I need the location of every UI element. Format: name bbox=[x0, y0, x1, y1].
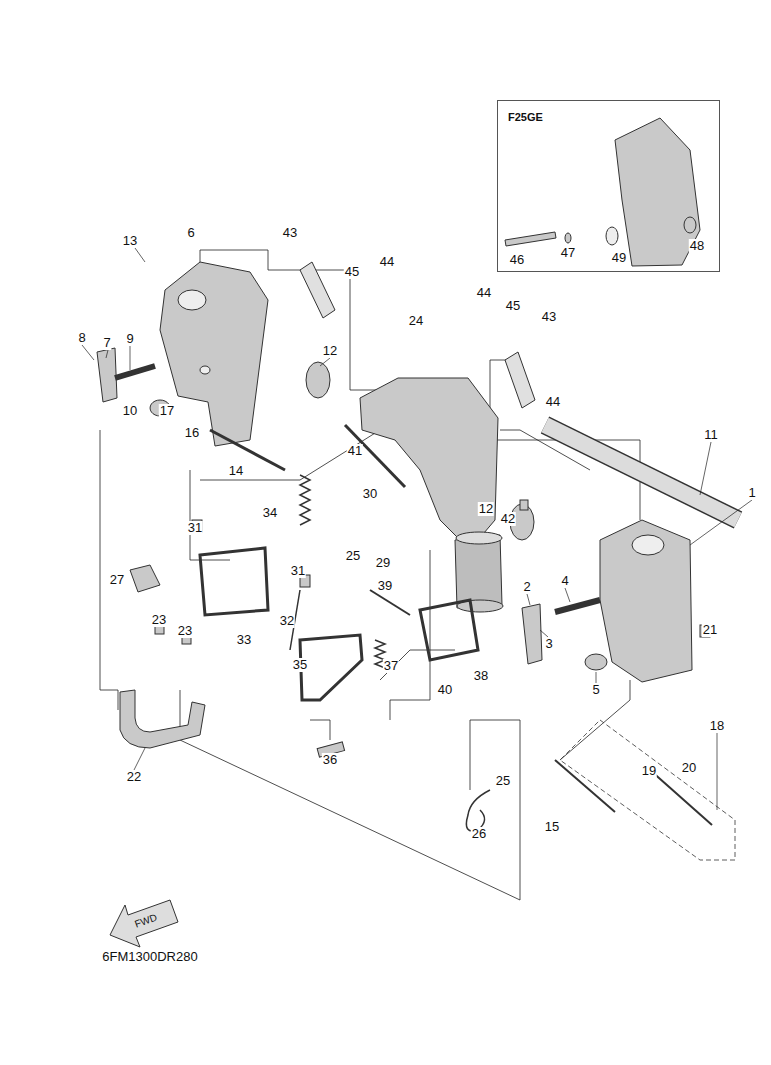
leader-lines bbox=[82, 248, 752, 810]
callout-number: 1 bbox=[747, 486, 756, 500]
callout-number: 44 bbox=[545, 395, 561, 409]
callout-number: 48 bbox=[689, 239, 705, 253]
callout-number: 39 bbox=[377, 579, 393, 593]
callout-number: 6 bbox=[186, 226, 195, 240]
callout-number: 21 bbox=[702, 623, 718, 637]
callout-number: 46 bbox=[509, 253, 525, 267]
callout-number: 45 bbox=[344, 265, 360, 279]
callout-number: 26 bbox=[471, 827, 487, 841]
callout-number: 41 bbox=[347, 444, 363, 458]
callout-number: 20 bbox=[681, 761, 697, 775]
callout-number: 25 bbox=[495, 774, 511, 788]
callout-number: 24 bbox=[408, 314, 424, 328]
callout-number: 22 bbox=[126, 770, 142, 784]
callout-number: 43 bbox=[282, 226, 298, 240]
callout-number: 8 bbox=[77, 331, 86, 345]
callout-number: 4 bbox=[560, 574, 569, 588]
callout-number: 38 bbox=[473, 669, 489, 683]
callout-number: 25 bbox=[345, 549, 361, 563]
callout-number: 42 bbox=[500, 512, 516, 526]
rods-springs bbox=[115, 366, 738, 860]
drawing-code: 6FM1300DR280 bbox=[101, 950, 198, 964]
callout-number: 16 bbox=[184, 426, 200, 440]
callout-number: 32 bbox=[279, 614, 295, 628]
callout-number: 35 bbox=[292, 658, 308, 672]
callout-number: 9 bbox=[125, 332, 134, 346]
callout-number: 31 bbox=[290, 564, 306, 578]
callout-number: 44 bbox=[379, 255, 395, 269]
callout-number: 44 bbox=[476, 286, 492, 300]
callout-number: 31 bbox=[187, 521, 203, 535]
callout-number: 34 bbox=[262, 506, 278, 520]
callout-number: 36 bbox=[322, 753, 338, 767]
callout-number: 43 bbox=[541, 310, 557, 324]
callout-number: 37 bbox=[383, 659, 399, 673]
callout-number: 12 bbox=[322, 344, 338, 358]
callout-number: 23 bbox=[177, 624, 193, 638]
callout-number: 5 bbox=[591, 683, 600, 697]
variant-title: F25GE bbox=[508, 111, 543, 123]
callout-number: 2 bbox=[522, 580, 531, 594]
callout-number: 47 bbox=[560, 246, 576, 260]
callout-number: 23 bbox=[151, 613, 167, 627]
callout-number: 40 bbox=[437, 683, 453, 697]
parts bbox=[97, 118, 710, 757]
callout-number: 13 bbox=[122, 234, 138, 248]
callout-number: 33 bbox=[236, 633, 252, 647]
callout-number: 19 bbox=[641, 764, 657, 778]
inset-box: F25GE bbox=[497, 100, 720, 272]
callout-number: 18 bbox=[709, 719, 725, 733]
callout-number: 45 bbox=[505, 299, 521, 313]
callout-number: 27 bbox=[109, 573, 125, 587]
group-lines bbox=[100, 250, 640, 900]
callout-number: 7 bbox=[102, 336, 111, 350]
callout-number: 14 bbox=[228, 464, 244, 478]
callout-number: 3 bbox=[544, 637, 553, 651]
callout-number: 15 bbox=[544, 820, 560, 834]
callout-number: 11 bbox=[703, 428, 719, 442]
callout-number: 12 bbox=[478, 502, 494, 516]
fwd-arrow bbox=[110, 900, 178, 947]
callout-number: 10 bbox=[122, 404, 138, 418]
callout-number: 17 bbox=[159, 404, 175, 418]
callout-number: 49 bbox=[611, 251, 627, 265]
callout-number: 29 bbox=[375, 556, 391, 570]
callout-number: 30 bbox=[362, 487, 378, 501]
